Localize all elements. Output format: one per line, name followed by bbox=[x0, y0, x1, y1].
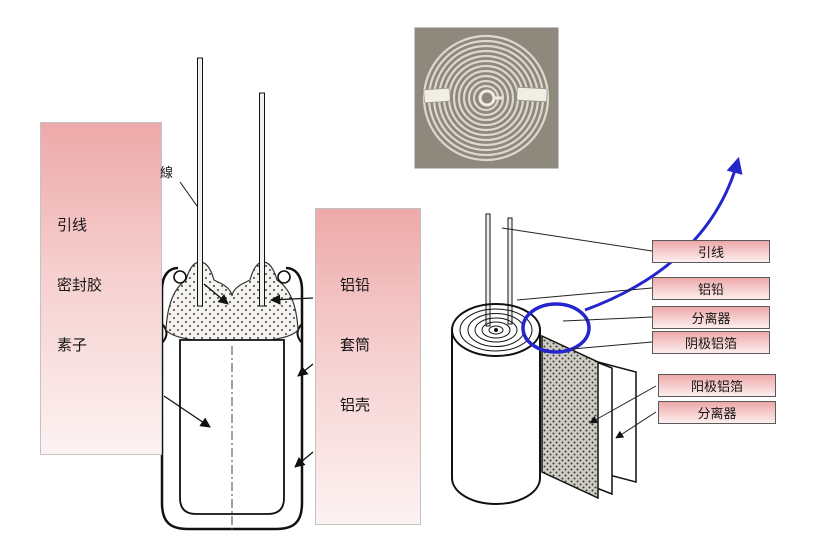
wound-capacitor-3d bbox=[451, 156, 743, 505]
spiral-center-mark bbox=[478, 89, 502, 107]
top-spiral bbox=[451, 303, 541, 357]
mid-label-panel: 铝铅 套筒 铝壳 bbox=[315, 208, 421, 525]
lead-wires bbox=[197, 57, 265, 307]
rim-curl-left bbox=[173, 270, 187, 284]
wire-tag: 線 bbox=[160, 165, 174, 180]
label-box-al-lead: 铝铅 bbox=[652, 277, 770, 300]
cathode-foil-sheet-front bbox=[541, 334, 599, 500]
label-element: 素子 bbox=[57, 337, 88, 354]
cross-section-arrows bbox=[163, 283, 314, 468]
crimp-notch-right bbox=[296, 323, 303, 344]
label-al-shell: 铝壳 bbox=[340, 397, 371, 414]
cylinder-body bbox=[452, 330, 540, 504]
label-sealant: 密封胶 bbox=[57, 277, 103, 294]
label-lead-wire: 引线 bbox=[57, 217, 88, 234]
label-sleeve: 套筒 bbox=[340, 337, 371, 354]
right-connector-lines bbox=[501, 227, 657, 439]
wound-element-photo bbox=[414, 27, 559, 169]
label-box-anode-foil: 阳极铝箔 bbox=[658, 374, 776, 397]
label-al-lead: 铝铅 bbox=[340, 277, 371, 294]
highlight-ellipse bbox=[521, 302, 591, 354]
foil-tabs bbox=[423, 86, 548, 104]
label-box-lead: 引线 bbox=[652, 240, 770, 263]
capacitor-cross-section bbox=[160, 57, 314, 533]
left-label-panel: 引线 密封胶 素子 bbox=[40, 122, 162, 455]
wound-lead-wires bbox=[485, 213, 513, 327]
wire-leader-line bbox=[179, 181, 198, 207]
label-box-separator-1: 分离器 bbox=[652, 306, 770, 329]
crimp-notch-left bbox=[161, 323, 168, 344]
rim-curl-right bbox=[277, 270, 291, 284]
label-box-cathode-foil: 阴极铝箔 bbox=[652, 331, 770, 354]
foil-sheets bbox=[541, 334, 637, 500]
label-box-separator-2: 分离器 bbox=[658, 401, 776, 424]
